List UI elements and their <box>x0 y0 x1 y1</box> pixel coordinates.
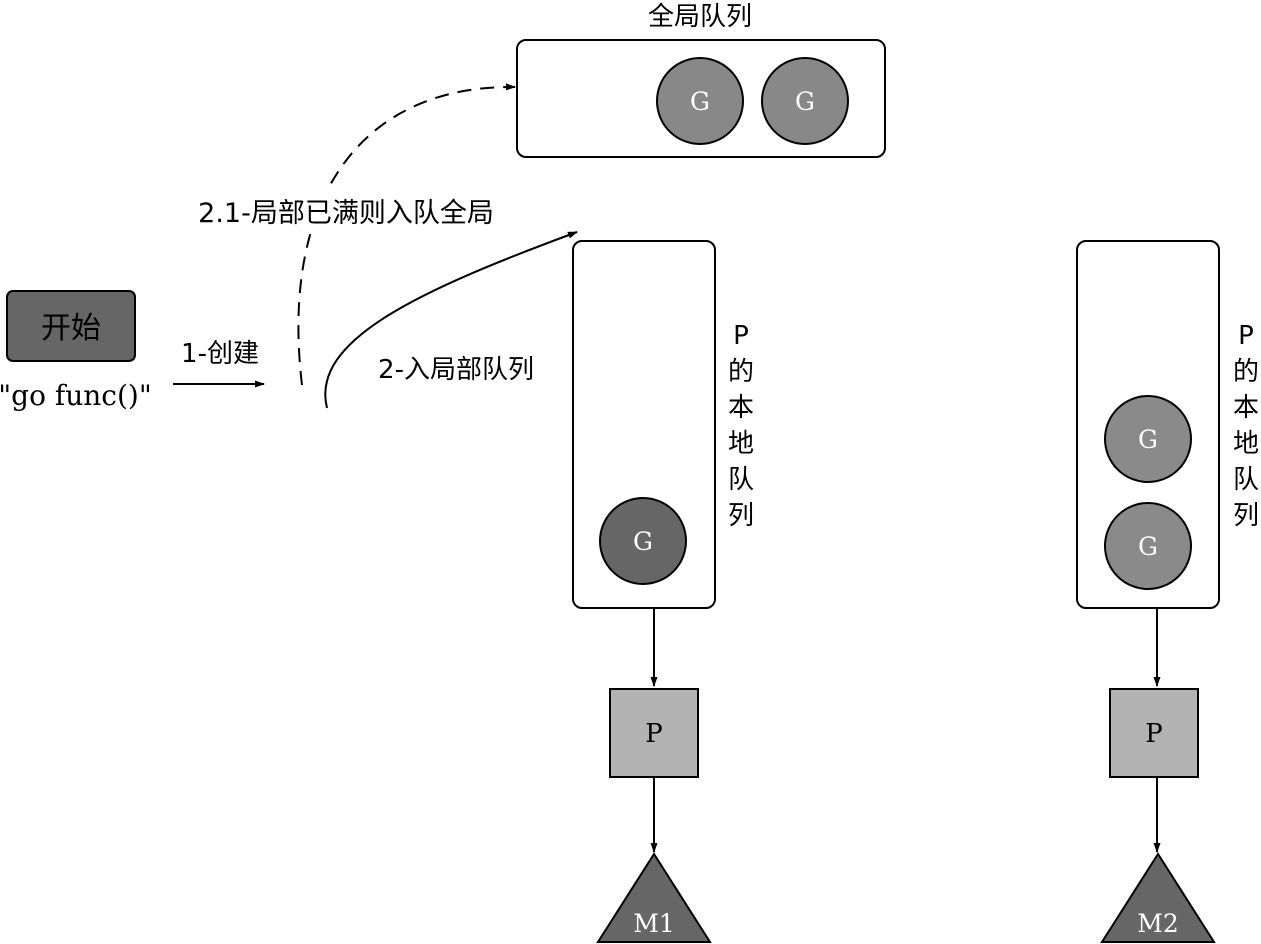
global-goroutine-1 <box>656 57 744 145</box>
enqueue-global-arrow <box>297 83 516 386</box>
machine-label: M1 <box>633 909 675 938</box>
processor-box <box>1109 688 1199 778</box>
step-create-label: 1-创建 <box>181 339 259 369</box>
start-node <box>6 290 136 362</box>
step-enqueue-global-label: 2.1-局部已满则入队全局 <box>198 198 494 229</box>
enqueue-local-arrow <box>324 231 578 409</box>
local-goroutine-bottom-label: G <box>1138 532 1158 561</box>
global-goroutine-2 <box>761 57 849 145</box>
processor-label: P <box>1145 719 1163 749</box>
machine-triangle <box>596 852 712 943</box>
machine-triangle <box>1100 852 1216 943</box>
local-goroutine-top-label: G <box>1138 425 1158 454</box>
local-goroutine-bottom <box>1104 502 1192 590</box>
step-enqueue-local-label: 2-入局部队列 <box>378 355 534 385</box>
global-queue-title: 全局队列 <box>648 2 752 32</box>
local-goroutine-label: G <box>633 527 653 556</box>
enqueue-global-label-bg <box>160 190 532 234</box>
global-goroutine-1-label: G <box>690 87 710 116</box>
processor-label: P <box>645 719 663 749</box>
machine-label: M2 <box>1137 909 1179 938</box>
global-goroutine-2-label: G <box>795 87 815 116</box>
start-label: 开始 <box>41 311 101 346</box>
processor-box <box>609 688 699 778</box>
local-goroutine-top <box>1104 395 1192 483</box>
start-code: "go func()" <box>0 379 152 412</box>
local-goroutine-active <box>599 497 687 585</box>
